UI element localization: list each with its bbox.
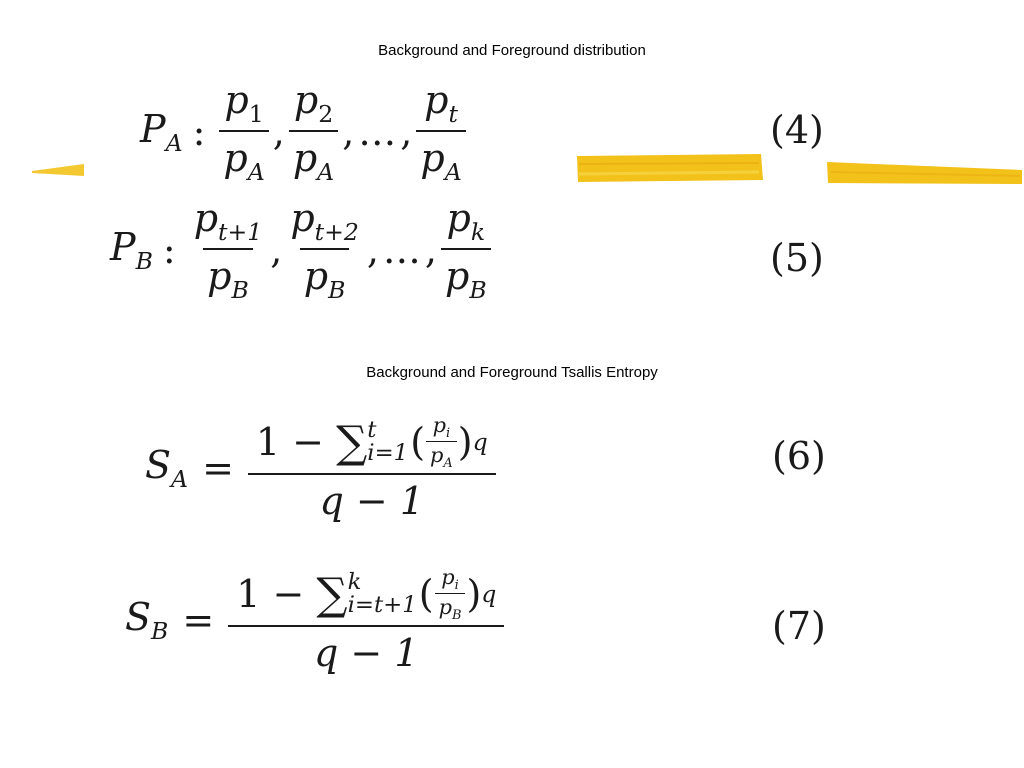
equation-number-4: (4): [770, 108, 824, 152]
eq6-exponent: q: [472, 428, 488, 456]
equation-6: SA = 1 − ∑ t i=1 ( pi pA ) q q − 1: [145, 410, 496, 526]
eq4-fraction-1: p1 pA: [219, 78, 269, 186]
equation-number-6: (6): [772, 434, 826, 478]
eq6-lhs: SA: [145, 443, 189, 493]
equation-5: PB : pt+1 pB , pt+2 pB , …, pk pB: [110, 196, 495, 304]
eq6-inner-fraction: pi pA: [426, 413, 457, 471]
highlighter-stroke-middle: [577, 154, 763, 182]
eq7-equals: =: [182, 598, 215, 642]
heading-tsallis-entropy: Background and Foreground Tsallis Entrop…: [366, 364, 658, 381]
eq5-fraction-3: pk pB: [441, 196, 491, 304]
eq5-comma: ,: [270, 228, 283, 272]
eq4-comma: ,: [272, 110, 285, 154]
eq4-comma: ,: [342, 110, 355, 154]
eq5-fraction-2: pt+2 pB: [290, 196, 359, 304]
equation-7: SB = 1 − ∑ k i=t+1 ( pi pB ) q q − 1: [125, 562, 505, 678]
eq5-comma: ,: [424, 228, 438, 272]
eq5-comma: ,: [366, 228, 379, 272]
eq4-comma: ,: [400, 110, 413, 154]
highlighter-stroke-left: [32, 164, 84, 176]
highlighter-stroke-right: [827, 162, 1022, 184]
eq7-sum-limits: k i=t+1: [347, 569, 417, 618]
eq7-inner-fraction: pi pB: [434, 565, 466, 623]
eq6-one-minus: 1 −: [255, 420, 337, 464]
eq4-fraction-2: p2 pA: [288, 78, 339, 186]
eq6-denominator: q − 1: [319, 478, 425, 523]
eq7-fraction: 1 − ∑ k i=t+1 ( pi pB ) q q − 1: [228, 565, 505, 675]
eq4-colon: :: [192, 110, 206, 154]
equation-number-5: (5): [770, 236, 824, 280]
eq7-lhs: SB: [125, 595, 169, 645]
eq4-lhs: PA: [140, 107, 183, 157]
eq4-ellipsis: …: [358, 110, 397, 154]
equation-number-7: (7): [772, 604, 826, 648]
eq6-sum-limits: t i=1: [367, 417, 409, 466]
eq5-lhs: PB: [110, 225, 153, 275]
eq7-rparen: ): [466, 572, 482, 616]
eq7-sigma: ∑: [316, 568, 348, 620]
eq7-one-minus: 1 −: [236, 572, 317, 616]
eq6-lparen: (: [410, 420, 426, 464]
eq7-denominator: q − 1: [314, 630, 419, 675]
heading-distribution: Background and Foreground distribution: [378, 42, 646, 59]
eq7-lparen: (: [418, 572, 434, 616]
eq6-fraction: 1 − ∑ t i=1 ( pi pA ) q q − 1: [247, 413, 496, 523]
eq7-exponent: q: [481, 580, 497, 608]
eq5-ellipsis: …: [382, 228, 421, 272]
eq5-colon: :: [162, 228, 176, 272]
eq5-fraction-1: pt+1 pB: [193, 196, 263, 304]
eq6-equals: =: [202, 446, 234, 490]
eq6-sigma: ∑: [336, 416, 368, 468]
eq6-rparen: ): [457, 420, 473, 464]
equation-4: PA : p1 pA , p2 pA , …, pt pA: [140, 78, 470, 186]
eq4-fraction-3: pt pA: [416, 78, 466, 186]
